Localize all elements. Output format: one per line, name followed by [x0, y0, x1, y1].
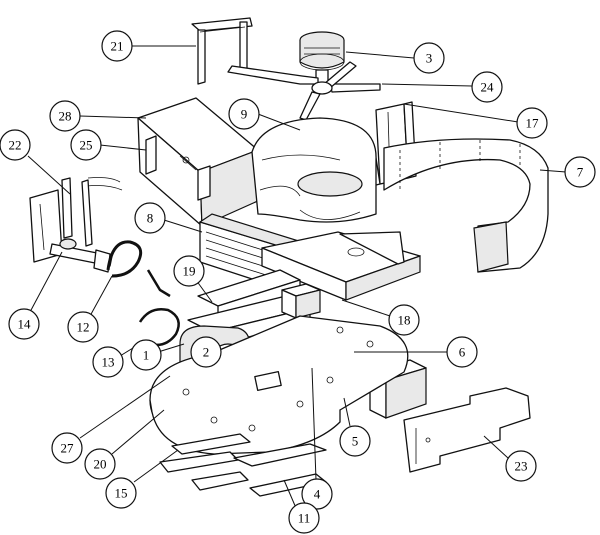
callout-8: 8 [134, 202, 166, 234]
callout-label-20: 20 [94, 457, 107, 472]
callout-21: 21 [101, 30, 133, 62]
callout-28: 28 [49, 100, 81, 132]
part-13-tubing [138, 269, 180, 347]
callout-9: 9 [228, 98, 260, 130]
part-23-side-panel [403, 387, 531, 473]
callout-label-3: 3 [426, 51, 433, 66]
callout-12: 12 [67, 311, 99, 343]
callout-label-27: 27 [61, 441, 75, 456]
part-18-control-box [281, 283, 321, 319]
callout-label-11: 11 [298, 511, 311, 526]
callout-13: 13 [92, 346, 124, 378]
leader-lines [27, 45, 567, 509]
callout-7: 7 [564, 156, 596, 188]
callout-25: 25 [70, 129, 102, 161]
callout-22: 22 [0, 129, 31, 161]
callout-5: 5 [339, 425, 371, 457]
callout-label-21: 21 [111, 39, 124, 54]
callout-label-14: 14 [18, 317, 32, 332]
callout-3: 3 [413, 42, 445, 74]
callout-label-9: 9 [241, 107, 248, 122]
part-19-duct [187, 269, 311, 347]
callout-label-6: 6 [459, 345, 466, 360]
part-12-hose [106, 240, 143, 278]
callout-6: 6 [446, 336, 478, 368]
callout-label-2: 2 [203, 345, 210, 360]
callout-11: 11 [288, 502, 320, 534]
part-7-curved-panel [383, 138, 549, 273]
part-14-valve-assembly [49, 177, 123, 273]
callout-label-18: 18 [398, 313, 411, 328]
callout-label-13: 13 [102, 355, 115, 370]
callout-label-1: 1 [143, 348, 150, 363]
part-3-motor [299, 31, 345, 85]
callout-18: 18 [388, 304, 420, 336]
callout-20: 20 [84, 448, 116, 480]
callout-label-7: 7 [577, 165, 584, 180]
callout-1: 1 [130, 339, 162, 371]
callout-label-23: 23 [515, 459, 528, 474]
callout-label-12: 12 [77, 320, 90, 335]
callout-label-25: 25 [80, 138, 93, 153]
callout-label-19: 19 [183, 264, 196, 279]
callout-4: 4 [301, 478, 333, 510]
callout-label-22: 22 [9, 138, 22, 153]
part-25-bracket [145, 135, 211, 201]
callout-27: 27 [51, 432, 83, 464]
blower-scroll-housing [251, 117, 377, 223]
callout-2: 2 [190, 336, 222, 368]
callout-24: 24 [471, 71, 503, 103]
drain-tray [261, 231, 421, 301]
callout-14: 14 [8, 308, 40, 340]
callout-label-5: 5 [352, 434, 359, 449]
callout-15: 15 [105, 477, 137, 509]
part-21-bracket [191, 17, 253, 85]
part-24-motor-mount [227, 61, 381, 121]
callout-label-15: 15 [115, 486, 128, 501]
callout-label-17: 17 [526, 116, 540, 131]
callout-label-28: 28 [59, 109, 72, 124]
callout-17: 17 [516, 107, 548, 139]
callout-label-8: 8 [147, 211, 154, 226]
callout-23: 23 [505, 450, 537, 482]
callout-label-4: 4 [314, 487, 321, 502]
callout-label-24: 24 [481, 80, 495, 95]
callout-19: 19 [173, 255, 205, 287]
